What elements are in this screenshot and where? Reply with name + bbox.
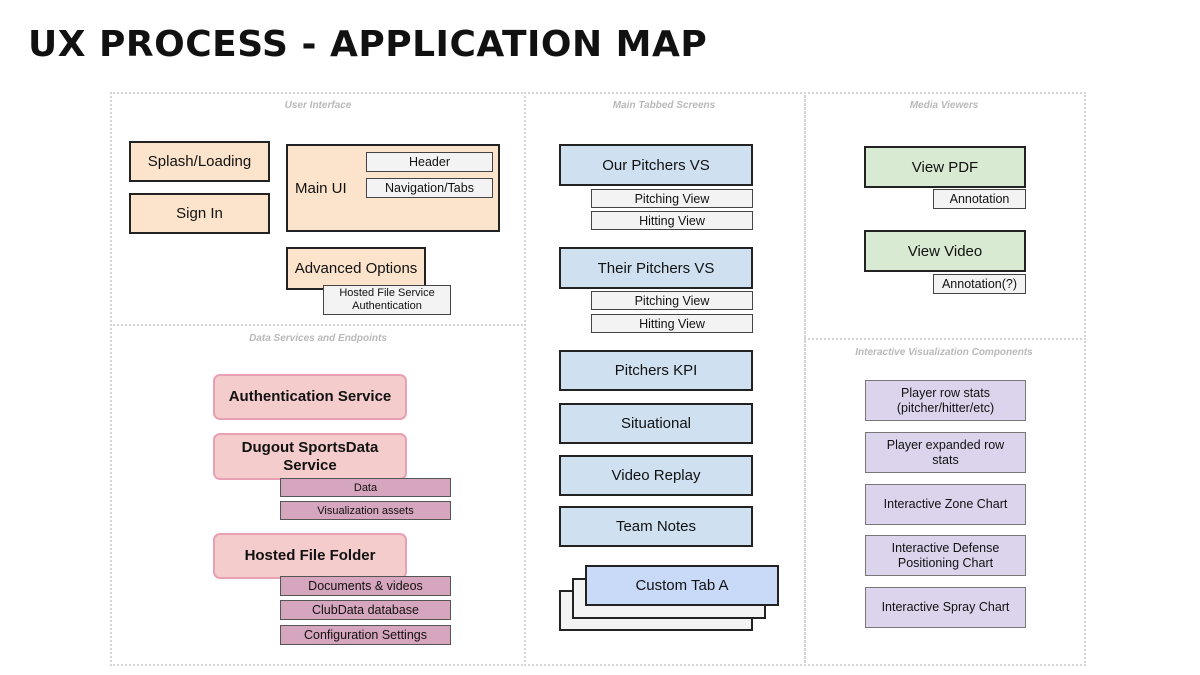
player-expanded-row-stats-box: Player expanded row stats [865, 432, 1026, 473]
navigation-tabs-box: Navigation/Tabs [366, 178, 493, 198]
their-pitchers-vs-box: Their Pitchers VS [559, 247, 753, 289]
page-title: UX PROCESS - APPLICATION MAP [28, 24, 708, 65]
region-label-interactive-viz: Interactive Visualization Components [855, 347, 1033, 358]
situational-box: Situational [559, 403, 753, 444]
our-pitchers-vs-box: Our Pitchers VS [559, 144, 753, 186]
view-video-box: View Video [864, 230, 1026, 272]
dugout-sportsdata-service-box: Dugout SportsData Service [213, 433, 407, 480]
sign-in-box: Sign In [129, 193, 270, 234]
visualization-assets-box: Visualization assets [280, 501, 451, 520]
main-ui-label: Main UI [295, 179, 347, 197]
player-row-stats-box: Player row stats (pitcher/hitter/etc) [865, 380, 1026, 421]
their-pitching-view-box: Pitching View [591, 291, 753, 310]
region-label-media-viewers: Media Viewers [909, 100, 979, 111]
pdf-annotation-box: Annotation [933, 189, 1026, 209]
our-pitching-view-box: Pitching View [591, 189, 753, 208]
custom-tab-a-box: Custom Tab A [585, 565, 779, 606]
interactive-zone-chart-box: Interactive Zone Chart [865, 484, 1026, 525]
interactive-spray-chart-box: Interactive Spray Chart [865, 587, 1026, 628]
their-hitting-view-box: Hitting View [591, 314, 753, 333]
advanced-options-box: Advanced Options [286, 247, 426, 290]
region-media-viewers [804, 92, 1086, 340]
interactive-defense-positioning-chart-box: Interactive Defense Positioning Chart [865, 535, 1026, 576]
splash-loading-box: Splash/Loading [129, 141, 270, 182]
documents-videos-box: Documents & videos [280, 576, 451, 596]
region-interactive-viz [804, 338, 1086, 666]
region-label-main-tabbed-screens: Main Tabbed Screens [612, 100, 716, 111]
view-pdf-box: View PDF [864, 146, 1026, 188]
header-box: Header [366, 152, 493, 172]
video-replay-box: Video Replay [559, 455, 753, 496]
hosted-file-auth-box: Hosted File Service Authentication [323, 285, 451, 315]
clubdata-database-box: ClubData database [280, 600, 451, 620]
authentication-service-box: Authentication Service [213, 374, 407, 420]
our-hitting-view-box: Hitting View [591, 211, 753, 230]
video-annotation-box: Annotation(?) [933, 274, 1026, 294]
data-box: Data [280, 478, 451, 497]
hosted-file-folder-box: Hosted File Folder [213, 533, 407, 579]
region-label-user-interface: User Interface [284, 100, 352, 111]
configuration-settings-box: Configuration Settings [280, 625, 451, 645]
region-label-data-services: Data Services and Endpoints [249, 333, 387, 344]
pitchers-kpi-box: Pitchers KPI [559, 350, 753, 391]
team-notes-box: Team Notes [559, 506, 753, 547]
